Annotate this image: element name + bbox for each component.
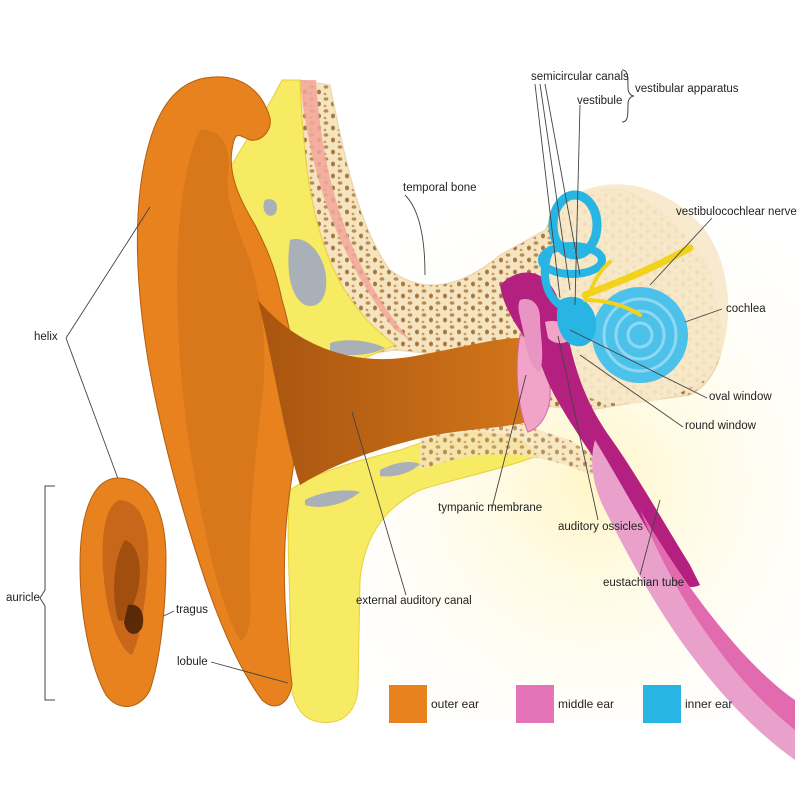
vestibulocochlear-nerve-shape bbox=[581, 244, 694, 317]
upper-gray-dot bbox=[263, 199, 277, 216]
membrane-stripe bbox=[300, 80, 410, 340]
leader-lines bbox=[65, 83, 723, 684]
label-temporal-bone: temporal bone bbox=[403, 182, 477, 194]
auricle-bracket bbox=[39, 485, 55, 701]
label-helix: helix bbox=[34, 331, 58, 343]
vestibule-shape bbox=[556, 296, 597, 347]
label-tragus: tragus bbox=[176, 604, 208, 616]
label-tympanic-membrane: tympanic membrane bbox=[438, 502, 543, 514]
upper-gray-sliver bbox=[330, 340, 385, 356]
legend-label-inner-ear: inner ear bbox=[685, 697, 733, 711]
label-oval-window: oval window bbox=[709, 391, 772, 403]
legend-label-outer-ear: outer ear bbox=[431, 697, 480, 711]
ear-canal bbox=[258, 300, 537, 485]
label-vestibule: vestibule bbox=[577, 95, 623, 107]
eustachian-tube-inner bbox=[640, 510, 795, 730]
malleus-shape bbox=[518, 299, 543, 372]
label-cochlea: cochlea bbox=[726, 303, 766, 315]
label-auditory-ossicles: auditory ossicles bbox=[558, 521, 644, 533]
lower-gray-dot bbox=[380, 462, 420, 477]
lower-bone-strip bbox=[420, 418, 610, 475]
label-lobule: lobule bbox=[177, 656, 208, 668]
legend-swatch-outer-ear bbox=[389, 685, 427, 723]
lower-gray-sliver bbox=[305, 490, 360, 507]
label-round-window: round window bbox=[685, 420, 756, 432]
label-vestibular-apparatus: vestibular apparatus bbox=[635, 83, 739, 95]
legend-label-middle-ear: middle ear bbox=[558, 697, 615, 711]
middle-ear-cavity bbox=[500, 272, 700, 587]
semicircular-canals-shape bbox=[538, 190, 606, 309]
auricle-inset bbox=[79, 477, 167, 707]
cochlea-shape bbox=[592, 287, 688, 383]
label-semicircular-canals: semicircular canals bbox=[531, 71, 629, 83]
legend-swatch-inner-ear bbox=[643, 685, 681, 723]
label-external-auditory-canal: external auditory canal bbox=[356, 595, 472, 607]
label-auricle: auricle bbox=[6, 592, 40, 604]
vestibular-bracket bbox=[621, 69, 635, 123]
pinna-inner-fold bbox=[177, 129, 265, 640]
upper-gray-cavity bbox=[288, 239, 327, 306]
legend-swatch-middle-ear bbox=[516, 685, 554, 723]
label-vestibulocochlear-nerve: vestibulocochlear nerve bbox=[676, 206, 797, 218]
label-eustachian-tube: eustachian tube bbox=[603, 577, 685, 589]
